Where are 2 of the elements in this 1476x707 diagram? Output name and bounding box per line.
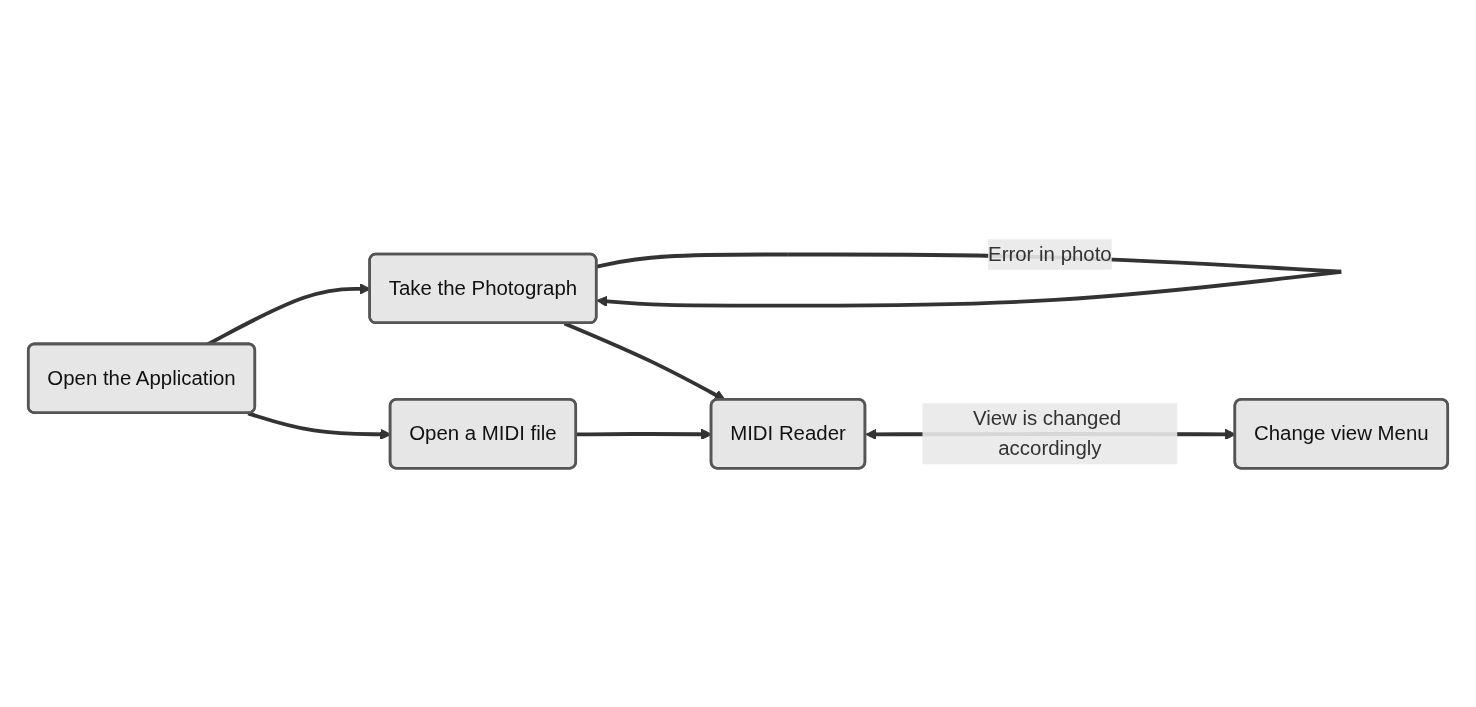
edge-label: Error in photo [988, 242, 1112, 265]
edge-label: View is changed accordingly [972, 406, 1122, 460]
